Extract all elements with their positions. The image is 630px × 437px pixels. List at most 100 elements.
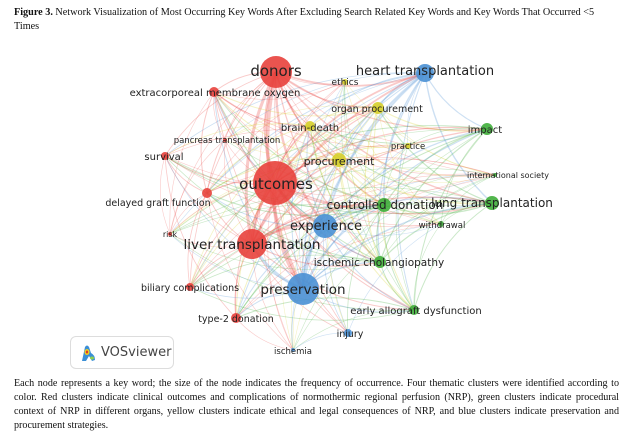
edge <box>164 128 409 157</box>
edge <box>189 174 496 288</box>
edge <box>213 91 415 311</box>
edge <box>292 332 349 351</box>
node-label: donors <box>250 62 302 80</box>
edge <box>344 81 442 225</box>
edge <box>280 125 311 351</box>
node-risk[interactable] <box>168 232 172 236</box>
node-lung-transplantation[interactable] <box>485 196 499 210</box>
node-withdrawal[interactable] <box>438 221 444 227</box>
node-early-allograft-dysfunction[interactable] <box>409 305 419 315</box>
edge <box>377 107 496 176</box>
node-international-society[interactable] <box>493 173 497 177</box>
node-organ-procurement[interactable] <box>372 102 384 114</box>
edge <box>338 159 496 183</box>
node-brain-death[interactable] <box>305 121 315 131</box>
edge <box>235 225 326 319</box>
node-impact[interactable] <box>481 123 493 135</box>
edge <box>292 309 415 351</box>
edge <box>224 123 311 141</box>
edge <box>251 196 493 245</box>
edge <box>213 81 346 100</box>
node-delayed-graft-function[interactable] <box>202 188 212 198</box>
node-practice[interactable] <box>405 143 411 149</box>
edge <box>206 72 426 194</box>
edge <box>324 128 488 227</box>
node-biliary-complications[interactable] <box>186 283 194 291</box>
edge <box>224 139 409 160</box>
node-experience[interactable] <box>313 214 337 238</box>
figure-label: Figure 3. <box>14 7 53 18</box>
edge <box>169 91 215 235</box>
edge <box>235 159 340 319</box>
edge <box>302 174 496 290</box>
edge <box>377 107 488 132</box>
edge <box>344 81 415 311</box>
node-procurement[interactable] <box>332 153 346 167</box>
edge <box>324 174 496 227</box>
node-survival[interactable] <box>161 152 169 160</box>
node-liver-transplantation[interactable] <box>237 229 267 259</box>
node-controlled-donation[interactable] <box>377 198 391 212</box>
node-label: ischemic cholangiopathy <box>314 257 444 269</box>
edge <box>189 286 415 321</box>
edge <box>347 204 385 334</box>
edge <box>338 159 381 263</box>
edge <box>189 72 426 288</box>
node-type-2-donation[interactable] <box>231 313 241 323</box>
edge <box>377 107 442 225</box>
node-injury[interactable] <box>344 329 352 337</box>
node-label: type-2 donation <box>198 314 274 325</box>
node-label: outcomes <box>239 175 313 193</box>
node-label: practice <box>391 142 425 152</box>
node-label: brain-death <box>281 123 339 134</box>
edge <box>213 91 304 290</box>
edge <box>213 91 326 227</box>
edge <box>206 157 496 194</box>
edge <box>302 145 409 290</box>
edge <box>235 317 294 351</box>
edge <box>164 155 493 214</box>
edge <box>309 107 379 127</box>
node-donors[interactable] <box>260 56 292 88</box>
edge <box>169 71 277 235</box>
edge <box>309 125 496 177</box>
edge <box>274 182 415 311</box>
edge <box>251 203 385 245</box>
edge <box>213 91 340 161</box>
edge <box>344 81 496 176</box>
node-extracorporeal-membrane-oxygen[interactable] <box>209 87 219 97</box>
node-label: lung transplantation <box>431 196 553 210</box>
edge <box>224 72 426 141</box>
node-label: liver transplantation <box>184 237 321 253</box>
edge <box>424 72 493 204</box>
edge <box>206 71 277 194</box>
edge <box>302 107 379 290</box>
edge <box>169 204 442 235</box>
edge <box>189 125 311 288</box>
node-ischemia[interactable] <box>291 348 295 352</box>
node-pancreas-transplantation[interactable] <box>223 138 227 142</box>
edge <box>169 233 381 270</box>
node-ethics[interactable] <box>342 79 348 85</box>
node-label: early allograft dysfunction <box>350 306 481 317</box>
edge <box>235 72 426 319</box>
node-label: withdrawal <box>419 221 466 231</box>
node-label: pancreas transplantation <box>174 136 281 146</box>
node-ischemic-cholangiopathy[interactable] <box>374 256 386 268</box>
node-preservation[interactable] <box>287 273 319 305</box>
edge <box>338 159 493 205</box>
edge <box>383 72 426 206</box>
node-outcomes[interactable] <box>253 161 297 205</box>
edge <box>169 159 340 235</box>
node-heart-transplantation[interactable] <box>416 64 434 82</box>
edge <box>169 233 304 290</box>
node-label: organ procurement <box>331 104 423 115</box>
edge <box>383 128 488 206</box>
edge <box>424 72 488 130</box>
edge <box>302 128 488 290</box>
edge <box>309 125 442 225</box>
edge <box>251 243 381 267</box>
edge <box>206 192 294 351</box>
node-label: international society <box>467 171 549 180</box>
